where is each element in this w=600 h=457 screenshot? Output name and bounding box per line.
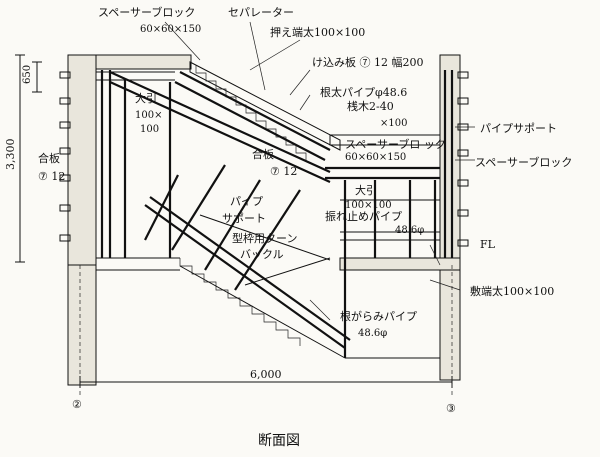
label-edge-holder: 押え端太100×100 <box>270 25 365 39</box>
grid-mark-left: ② <box>72 398 82 411</box>
label-pipe-support-right: パイプサポート <box>480 122 557 135</box>
label-ohbiki-left-size2: 100 <box>140 124 159 135</box>
label-ohbiki-left: 大引 <box>135 91 157 105</box>
label-spacer-block: スペーサーブロック <box>98 5 195 19</box>
floor-slab <box>339 257 461 271</box>
label-goban-center-size: ⑦ 12 <box>270 165 297 178</box>
drawing-title: 断面図 <box>258 433 300 449</box>
right-lower-wall <box>439 269 461 381</box>
dimensions <box>15 54 453 395</box>
left-ties <box>59 71 71 242</box>
upper-stair <box>174 61 341 161</box>
lower-stair <box>96 257 440 359</box>
label-spacer-block-2: スペーサーブロ ック <box>345 137 446 151</box>
label-goban-center: 合板 <box>252 147 274 161</box>
upper-slab <box>95 54 192 70</box>
label-ohbiki-center: 大引 <box>355 183 377 197</box>
right-shores <box>343 70 454 358</box>
label-negarami: 根がらみパイプ <box>340 309 417 323</box>
label-batten-size: ×100 <box>380 118 407 129</box>
dimension-height-total: 3,300 <box>4 139 17 171</box>
label-kekomi: け込み板 ⑦ 12 幅200 <box>312 55 423 69</box>
label-goban-left-size: ⑦ 12 <box>38 170 65 183</box>
label-spacer-block-right: スペーサーブロック <box>475 155 572 169</box>
label-goban-left: 合板 <box>38 151 60 165</box>
label-ohbiki-center-size: 100×100 <box>345 200 392 211</box>
dimension-height-top: 650 <box>22 65 33 84</box>
label-sway-brace: 振れ止めパイプ <box>325 209 402 223</box>
label-turnbuckle-2: バックル <box>240 248 284 261</box>
label-spacer-block-2-size: 60×60×150 <box>345 152 406 163</box>
label-ohbiki-left-size1: 100× <box>135 110 162 121</box>
label-batten: 桟木2-40 <box>347 99 394 113</box>
label-neta-pipe: 根太パイプφ48.6 <box>320 85 407 99</box>
label-turnbuckle-1: 型枠用ターン <box>232 231 297 245</box>
label-negarami-size: 48.6φ <box>358 328 387 339</box>
right-ties <box>457 71 469 247</box>
left-lower-wall <box>67 264 97 386</box>
label-pipe-support-center-1: パイプ <box>230 195 263 208</box>
label-pipe-support-center-2: サポート <box>222 212 266 225</box>
dimension-width-total: 6,000 <box>250 368 282 381</box>
soffit <box>109 70 440 349</box>
label-spacer-block-size: 60×60×150 <box>140 24 201 35</box>
label-separator: セパレーター <box>228 6 294 19</box>
left-wall <box>67 54 97 266</box>
left-formwork <box>96 70 175 258</box>
grid-mark-right: ③ <box>446 402 456 415</box>
label-sway-brace-size: 48.6φ <box>395 225 424 236</box>
leaders <box>164 21 475 321</box>
label-fl: FL <box>480 238 496 251</box>
landing <box>325 134 441 180</box>
label-shikibata: 敷端太100×100 <box>470 284 554 298</box>
